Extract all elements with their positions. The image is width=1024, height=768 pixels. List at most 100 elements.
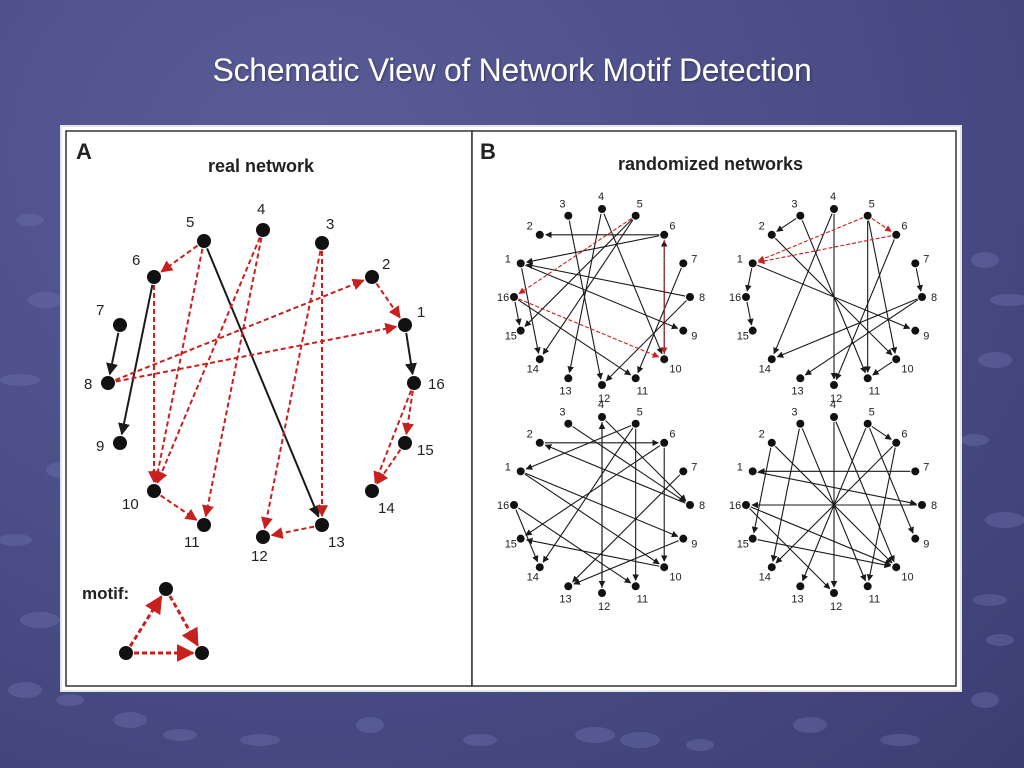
node-label: 10 (669, 571, 681, 583)
node (830, 205, 838, 213)
node-label: 13 (559, 593, 571, 605)
node (516, 326, 525, 335)
edge-black (866, 447, 896, 582)
node (113, 318, 127, 332)
node-label: 6 (901, 221, 907, 233)
edge-black (603, 213, 663, 355)
node-label: 5 (186, 214, 194, 231)
node-label: 6 (669, 429, 675, 441)
node (679, 326, 688, 335)
background-dot (986, 634, 1014, 646)
node-label: 16 (428, 376, 445, 393)
node-label: 10 (901, 571, 913, 583)
node (197, 518, 211, 532)
node-label: 7 (691, 461, 697, 473)
edge-black (801, 428, 867, 582)
node (767, 563, 776, 572)
node (564, 374, 573, 383)
node (535, 563, 544, 572)
edge-motif (270, 525, 315, 539)
edge-black (525, 235, 660, 265)
node (918, 293, 926, 301)
node (516, 259, 525, 268)
node-label: 12 (830, 601, 842, 613)
edge-motif (375, 283, 401, 319)
background-dot (793, 717, 827, 733)
motif-edge (168, 595, 199, 647)
edge-black (573, 540, 679, 585)
node (796, 211, 805, 220)
edge-black (118, 284, 154, 436)
edge-black (835, 421, 895, 563)
node-label: 9 (96, 438, 104, 455)
node (510, 293, 518, 301)
edge-motif (757, 235, 892, 265)
node (365, 484, 379, 498)
node-label: 13 (791, 385, 803, 397)
node (830, 413, 838, 421)
node (863, 582, 872, 591)
node (748, 259, 757, 268)
edge-black (525, 264, 679, 330)
node-label: 14 (759, 363, 771, 375)
node (918, 501, 926, 509)
node (660, 355, 669, 364)
node (892, 438, 901, 447)
edge-motif (201, 237, 263, 518)
edge-black (869, 428, 914, 534)
node-label: 12 (830, 393, 842, 405)
node-label: 2 (382, 256, 390, 273)
node (863, 374, 872, 383)
node (113, 436, 127, 450)
node-label: 3 (559, 407, 565, 419)
node (748, 467, 757, 476)
background-dot (971, 252, 999, 268)
edge-black (872, 361, 893, 376)
node (911, 326, 920, 335)
node-label: 1 (737, 253, 743, 265)
edge-black (871, 426, 892, 440)
node-label: 9 (691, 539, 697, 551)
node (911, 534, 920, 543)
node (598, 589, 606, 597)
edge-black (542, 219, 634, 355)
node (631, 374, 640, 383)
node (796, 419, 805, 428)
node (863, 211, 872, 220)
edge-black (525, 445, 661, 536)
node-label: 3 (326, 216, 334, 233)
node (147, 270, 161, 284)
edge-black (524, 473, 660, 565)
node (660, 438, 669, 447)
background-dot (973, 594, 1007, 606)
background-dot (240, 734, 280, 746)
node-label: 13 (328, 534, 345, 551)
node (315, 518, 329, 532)
node-label: 14 (378, 500, 395, 517)
node-label: 1 (737, 461, 743, 473)
node-label: 6 (901, 429, 907, 441)
node (407, 376, 421, 390)
edge-black (776, 218, 797, 232)
node-label: 7 (691, 253, 697, 265)
edge-black (206, 248, 320, 518)
panel-a-letter: A (76, 139, 92, 164)
node (315, 236, 329, 250)
node-label: 10 (122, 496, 139, 513)
edge-motif (402, 390, 414, 436)
node (748, 326, 757, 335)
node-label: 12 (251, 548, 268, 565)
edge-black (637, 267, 682, 374)
node-label: 11 (184, 534, 200, 551)
node-label: 5 (869, 407, 875, 419)
node-label: 16 (729, 292, 741, 304)
edge-black (757, 471, 917, 506)
edge-black (567, 213, 602, 374)
node-label: 4 (830, 399, 836, 411)
edge-black (517, 299, 632, 376)
node (863, 419, 872, 428)
